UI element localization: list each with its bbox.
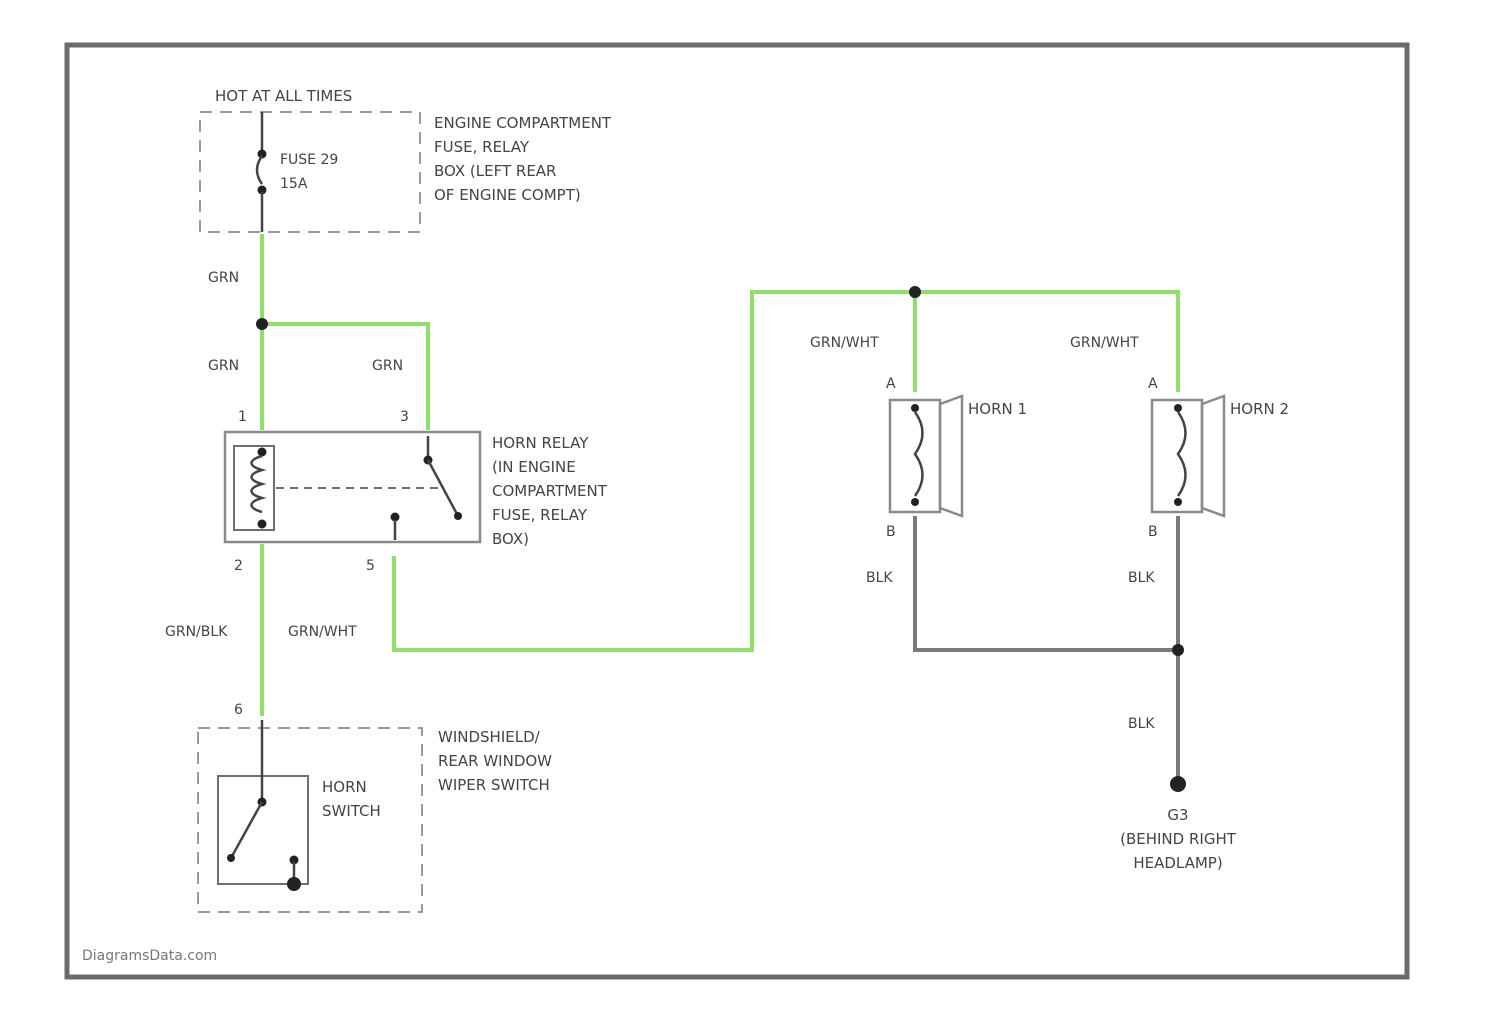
ground-location-line1: (BEHIND RIGHT [1120, 830, 1237, 848]
wire-label-grn-wht-horn2: GRN/WHT [1070, 335, 1139, 351]
horn1-terminal-a [911, 404, 919, 412]
splice-grn [256, 318, 268, 330]
fuse-box-label-line4: OF ENGINE COMPT) [434, 186, 581, 204]
relay-coil-terminal-top [258, 448, 267, 457]
horn-switch-arm-end [227, 854, 235, 862]
horn1-label: HORN 1 [968, 400, 1027, 418]
horn1-terminal-b [911, 498, 919, 506]
fuse-label-line2: 15A [280, 176, 308, 192]
fuse-box-outline [200, 112, 420, 232]
horn2-coil-icon [1178, 412, 1186, 496]
fuse-box-label-line2: FUSE, RELAY [434, 138, 530, 156]
wire-label-grn-wht-horn1: GRN/WHT [810, 335, 879, 351]
wiper-switch-label-line3: WIPER SWITCH [438, 776, 550, 794]
relay-label-line3: COMPARTMENT [492, 482, 608, 500]
relay-label-line4: FUSE, RELAY [492, 506, 588, 524]
horn-switch-label-line1: HORN [322, 778, 367, 796]
wiper-switch-label-line2: REAR WINDOW [438, 752, 552, 770]
horn-switch-arm [231, 802, 262, 858]
horn2-pin-b: B [1148, 524, 1158, 540]
relay-label-line1: HORN RELAY [492, 434, 589, 452]
wiper-switch-label-line1: WINDSHIELD/ [438, 728, 541, 746]
horn2-terminal-a [1174, 404, 1182, 412]
wire-label-blk-horn1: BLK [866, 570, 893, 586]
fuse-box-label-line1: ENGINE COMPARTMENT [434, 114, 612, 132]
switch-pin-6: 6 [234, 702, 243, 718]
relay-pin-1: 1 [238, 409, 247, 425]
horn1-pin-a: A [886, 376, 896, 392]
watermark: DiagramsData.com [82, 948, 217, 964]
wire-label-grn-left: GRN [208, 358, 239, 374]
wire-label-grn-right: GRN [372, 358, 403, 374]
fuse-box-label-line3: BOX (LEFT REAR [434, 162, 556, 180]
horn1-coil-icon [915, 412, 923, 496]
splice-blk [1172, 644, 1184, 656]
horn2-label: HORN 2 [1230, 400, 1289, 418]
splice-grn-wht [909, 286, 921, 298]
ground-point-icon [1170, 776, 1186, 792]
relay-coil-terminal-bottom [258, 520, 267, 529]
relay-label-line2: (IN ENGINE [492, 458, 576, 476]
horn-switch-ground-icon [287, 877, 301, 891]
power-source-label: HOT AT ALL TIMES [215, 87, 352, 105]
horn-switch-label-line2: SWITCH [322, 802, 381, 820]
wire-label-grn-top: GRN [208, 270, 239, 286]
ground-location-line2: HEADLAMP) [1133, 854, 1222, 872]
wire-label-grn-wht-relay: GRN/WHT [288, 624, 357, 640]
horn1-pin-b: B [886, 524, 896, 540]
relay-coil-icon [252, 456, 263, 512]
ground-id: G3 [1167, 806, 1188, 824]
fuse-icon [257, 156, 262, 184]
horn2-pin-a: A [1148, 376, 1158, 392]
relay-contact-arm-end [454, 512, 462, 520]
horn2-bell [1202, 396, 1224, 516]
relay-pin-3: 3 [400, 409, 409, 425]
horn2-terminal-b [1174, 498, 1182, 506]
horn1-bell [940, 396, 962, 516]
relay-pin-5: 5 [366, 558, 375, 574]
horn2-body [1152, 400, 1202, 512]
wire-label-grn-blk: GRN/BLK [165, 624, 228, 640]
relay-label-line5: BOX) [492, 530, 529, 548]
fuse-label-line1: FUSE 29 [280, 152, 338, 168]
wire-label-blk-ground: BLK [1128, 716, 1155, 732]
relay-pin-2: 2 [234, 558, 243, 574]
wire-label-blk-horn2: BLK [1128, 570, 1155, 586]
